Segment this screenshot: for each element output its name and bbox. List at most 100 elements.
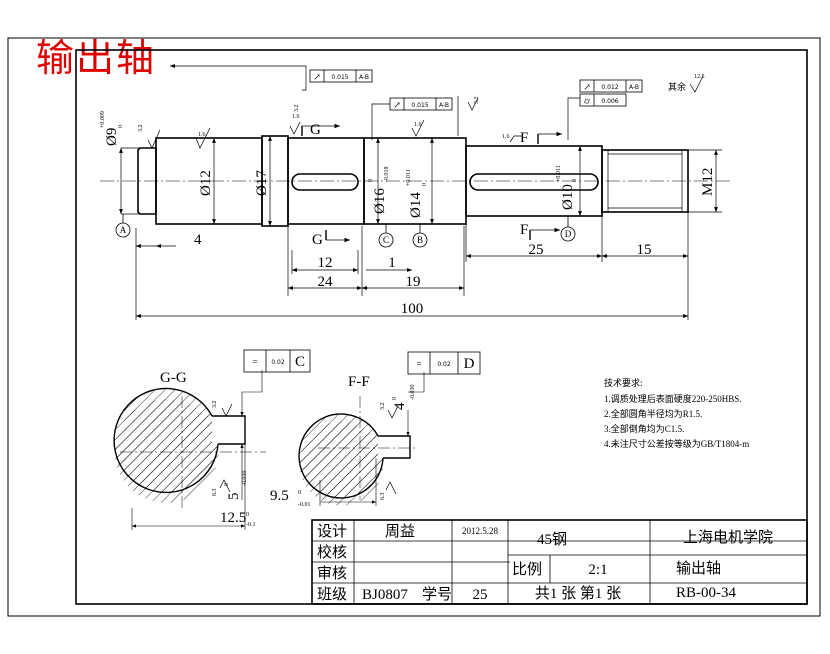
section-f-width-tol-lo: -0.01 [298, 502, 311, 508]
rough-3: 1.6 [292, 114, 300, 120]
section-g-label: G-G [160, 370, 187, 386]
tb-drawing-no: RB-00-34 [676, 585, 737, 601]
section-markers [301, 123, 562, 243]
section-mark-f-bottom: F [520, 222, 528, 238]
requirement-4: 4.未注尺寸公差按等级为GB/T1804-m [604, 438, 749, 449]
tb-design-label: 设计 [317, 523, 347, 540]
section-mark-g-bottom: G [312, 232, 323, 248]
dim-d-left-tol-up: +0.009 [100, 111, 106, 128]
gdt-2-datum: A-B [439, 102, 449, 109]
dim-d-left: Ø9 [104, 128, 120, 146]
section-f-rough-1: 3.2 [380, 403, 386, 411]
gdt-2-tol: 0.015 [411, 102, 428, 109]
dim-d16: Ø16 [372, 188, 388, 214]
requirement-3: 3.全部倒角均为C1.5. [604, 423, 684, 434]
datum-b: B [417, 235, 423, 245]
gdt-1-symbol: ↗ [313, 72, 321, 82]
dim-len-15: 15 [637, 242, 652, 258]
main-dimension-lines [119, 64, 722, 320]
technical-requirements: 技术要求: 1.调质处理后表面硬度220-250HBS. 2.全部圆角半径均为R… [604, 377, 749, 449]
dim-d12: Ø12 [198, 170, 214, 196]
rough-6: 1.6 [502, 134, 510, 140]
tb-class-label: 班级 [317, 586, 347, 603]
tb-student-no-label: 学号 [422, 586, 452, 603]
section-f-gdt-datum: D [464, 356, 475, 372]
section-g-width-tol-up: 0 [246, 512, 249, 518]
section-g-depth-tol-up: 0 [224, 483, 230, 486]
requirement-1: 1.调质处理后表面硬度220-250HBS. [604, 393, 742, 404]
dim-d10: Ø10 [560, 184, 576, 210]
tb-sheets: 共1 张 第1 张 [535, 584, 621, 602]
section-g-width: 12.5 [220, 510, 246, 526]
dim-d10-tol-up: +0.011 [556, 165, 562, 182]
inner-border [75, 49, 808, 605]
dim-len-4: 4 [194, 232, 202, 248]
title-block [311, 519, 808, 605]
dim-d17: Ø17 [254, 170, 270, 196]
section-f-width: 9.5 [270, 488, 289, 504]
dim-len-12: 12 [318, 255, 333, 271]
section-f-rough-2: 6.3 [380, 493, 386, 501]
dim-len-1: 1 [388, 255, 396, 271]
section-g-depth: 5 [226, 493, 242, 501]
gdt-frame-4: ⌭ 0.006 [579, 93, 627, 107]
requirement-2: 2.全部圆角半径均为R1.5. [604, 408, 702, 419]
section-f-keyway-tol-up: 0 [392, 397, 398, 400]
gdt-frame-2: ↗ 0.015 A-B [389, 97, 453, 111]
section-g-view [113, 349, 311, 530]
section-f-view [298, 351, 481, 506]
gdt-4-tol: 0.006 [601, 98, 618, 105]
tb-class-value: BJ0807 [362, 587, 408, 603]
tb-student-no: 25 [473, 587, 488, 603]
tb-material: 45钢 [537, 531, 567, 548]
main-dimension-text: Ø9 +0.009 0 Ø12 Ø17 Ø16 0 -0.018 Ø14 +0.… [100, 111, 716, 317]
gdt-2-symbol: ↗ [393, 100, 401, 110]
rough-7: 3.2 [294, 105, 300, 113]
rough-1: 3.2 [138, 125, 144, 133]
section-g-width-tol-lo: -0.1 [246, 522, 256, 528]
requirements-heading: 技术要求: [604, 377, 643, 388]
dim-d16-tol-lo: -0.018 [384, 167, 390, 183]
gdt-3-symbol: ↗ [583, 82, 591, 92]
gdt-1-tol: 0.015 [331, 74, 348, 81]
section-g-depth-tol-lo: -0.030 [242, 471, 248, 487]
datum-c: C [383, 235, 389, 245]
tb-part-name: 输出轴 [676, 560, 721, 577]
section-g-gdt-datum: C [295, 354, 305, 370]
rough-4: 1.6 [414, 122, 422, 128]
datum-d: D [565, 229, 572, 239]
tb-review-label: 审核 [317, 565, 347, 582]
others-value: 12.5 [694, 74, 705, 80]
section-f-keyway: 4 [392, 402, 408, 410]
section-mark-f-top: F [520, 130, 528, 146]
datum-a: A [120, 225, 127, 235]
section-g-gdt-symbol: = [252, 357, 257, 367]
gdt-3-tol: 0.012 [601, 84, 618, 91]
section-f-gdt-tol: 0.02 [437, 361, 451, 368]
section-g-gdt-tol: 0.02 [271, 359, 285, 366]
section-g-rough-2: 6.3 [212, 489, 218, 497]
dim-len-100: 100 [401, 301, 424, 317]
keyway-2 [469, 173, 599, 191]
tb-scale-label: 比例 [512, 561, 542, 578]
rough-2: 1.6 [198, 132, 206, 138]
keyway-1 [291, 173, 359, 191]
gdt-3-datum: A-B [629, 84, 639, 91]
shaft-main-view [100, 135, 730, 227]
tb-designer: 周益 [385, 523, 415, 540]
roughness-symbols [147, 75, 704, 149]
gdt-4-symbol: ⌭ [584, 96, 591, 106]
dim-len-19: 19 [406, 274, 421, 290]
section-f-width-tol-up: 0 [298, 490, 301, 496]
section-f-gdt-symbol: = [416, 359, 421, 369]
dim-d10-tol-lo: 0 [572, 179, 578, 182]
tb-date: 2012.5.28 [462, 526, 499, 536]
dim-d14-tol-up: +0.011 [406, 169, 412, 186]
others-label: 其余 [668, 81, 686, 92]
tb-check-label: 校核 [317, 544, 347, 561]
dim-len-24: 24 [318, 274, 334, 290]
gdt-1-datum: A-B [359, 74, 369, 81]
section-g-rough-1: 3.2 [212, 401, 218, 409]
gdt-frame-3: ↗ 0.012 A-B [579, 79, 643, 93]
